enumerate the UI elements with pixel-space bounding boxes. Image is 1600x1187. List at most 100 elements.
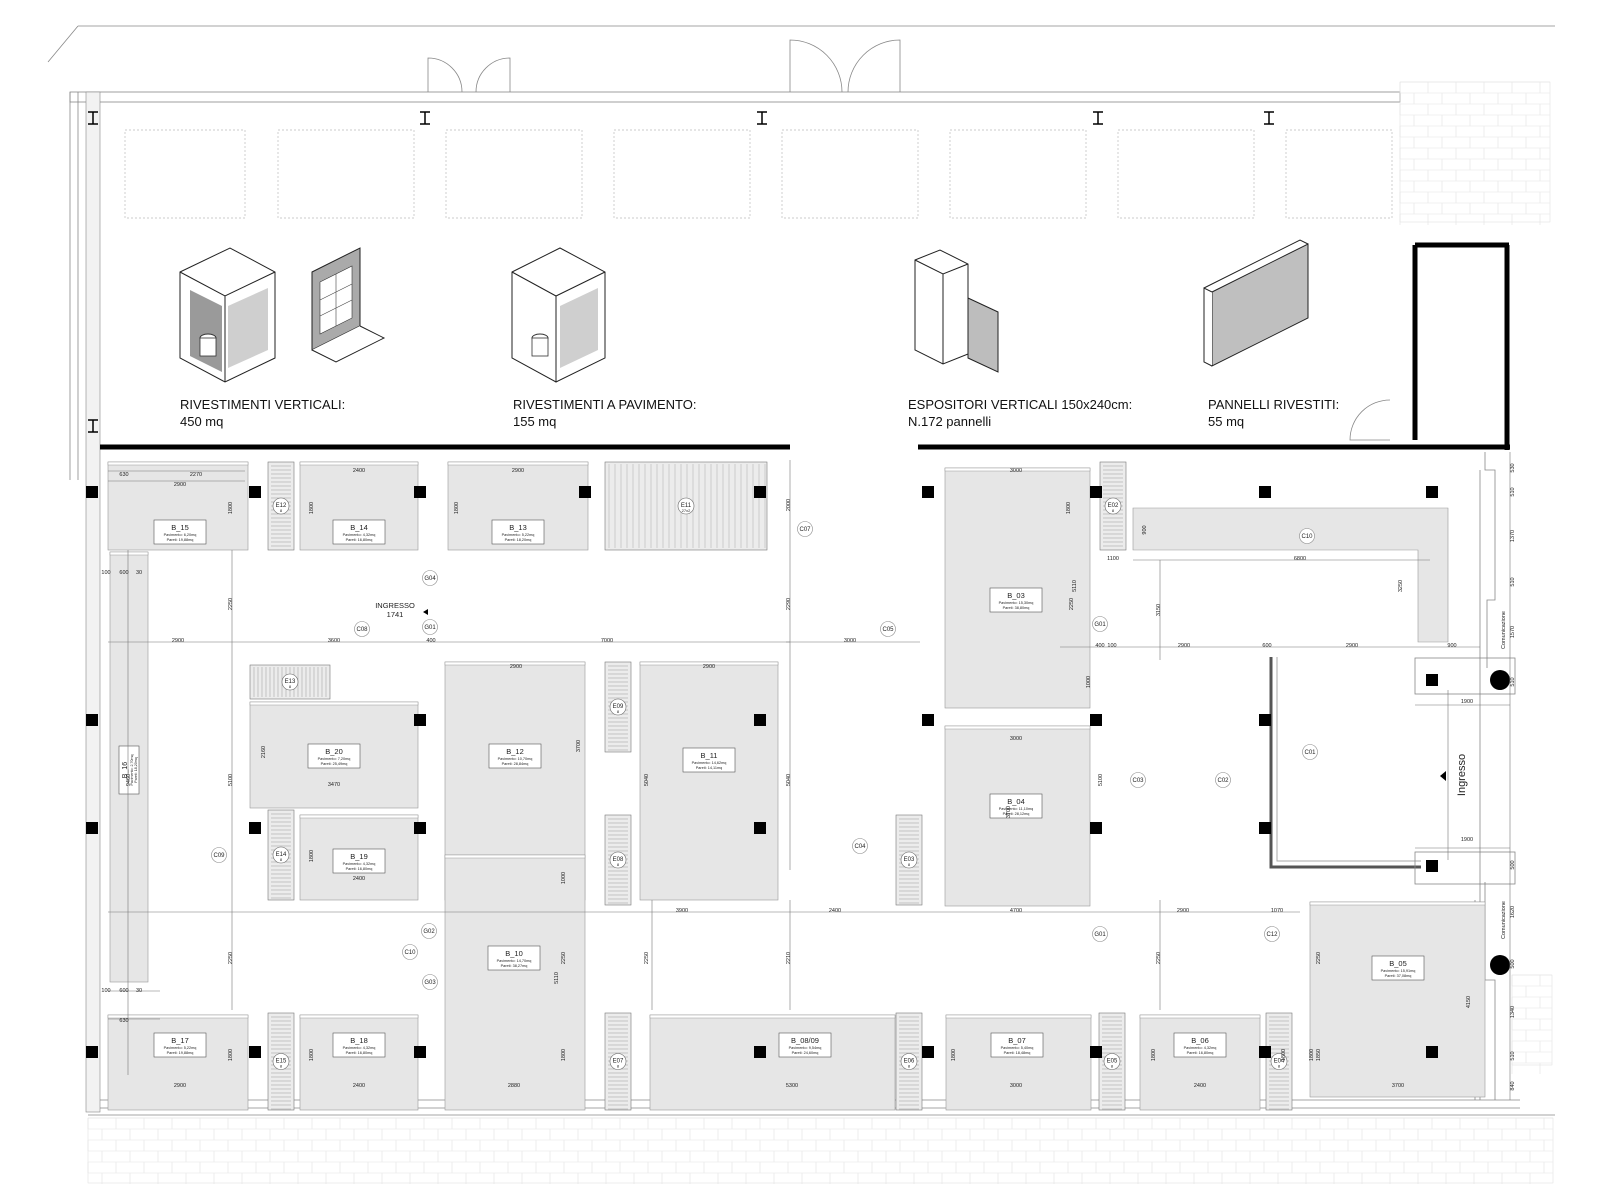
caption-floor-coverings: RIVESTIMENTI A PAVIMENTO: 155 mq <box>513 396 696 430</box>
exhibitor-badge <box>609 1053 627 1070</box>
stand-label: B_14 <box>350 523 368 532</box>
exhibitor-count: 8 <box>617 862 620 867</box>
dimension-label: 1800 <box>1281 1049 1287 1061</box>
caption-coated-panels-value: 55 mq <box>1208 414 1245 429</box>
stand-wall-area: Pareti: 18,20mq <box>505 538 532 542</box>
stand-caption-box <box>332 1032 386 1058</box>
stand-label: B_12 <box>506 747 524 756</box>
marker-circle <box>1264 926 1280 942</box>
stand-floor-area: Pavimento: 15,91mq <box>1381 969 1416 973</box>
dimension-label: 9460 <box>126 774 132 786</box>
dimension-label: 2250 <box>1156 952 1162 964</box>
dimension-label: 2900 <box>174 482 186 488</box>
pillar <box>414 486 426 498</box>
marker-label: G04 <box>424 576 436 582</box>
marker-c03: C03 <box>1130 772 1146 788</box>
caption-vertical-displays-value: N.172 pannelli <box>908 414 992 429</box>
stand-caption-box <box>989 793 1043 819</box>
pillar <box>86 714 98 726</box>
dimension-label: 5040 <box>644 774 650 786</box>
marker-circle <box>354 621 370 637</box>
entrance-left-line2: 1741 <box>387 610 404 619</box>
caption-vertical-coverings: RIVESTIMENTI VERTICALI: 450 mq <box>180 396 345 430</box>
dimension-label: 5100 <box>228 774 234 786</box>
dimension-label: 2210 <box>786 952 792 964</box>
stand-floor <box>639 661 779 901</box>
marker-label: C02 <box>1217 778 1229 784</box>
exhibitor-label: E06 <box>904 1059 915 1065</box>
stand-label: B_19 <box>350 852 368 861</box>
stand-wall <box>107 1014 249 1019</box>
dimension-label: 7000 <box>601 638 613 644</box>
dimension-label: 3000 <box>1010 1083 1022 1089</box>
stand-wall-area: Pareti: 28,84mq <box>502 762 529 766</box>
exhibitor-label: E14 <box>276 852 287 858</box>
tile-wall-illustration <box>311 247 386 363</box>
stand-floor-area: Pavimento: 9,54mq <box>789 1046 822 1050</box>
marker-label: G03 <box>424 980 436 986</box>
marker-label: C09 <box>213 853 225 859</box>
stand-wall-area: Pareti: 19,88mq <box>167 538 194 542</box>
stand-floor-area: Pavimento: 7,20mq <box>318 757 351 761</box>
marker-label: C07 <box>799 527 811 533</box>
stand-caption-box <box>153 1032 207 1058</box>
marker-label: C08 <box>356 627 368 633</box>
stand-wall <box>109 551 149 556</box>
entrance-left-arrow-icon <box>423 609 428 615</box>
marker-c04: C04 <box>852 838 868 854</box>
dimension-label: 4700 <box>1010 908 1022 914</box>
marker-c05: C05 <box>880 621 896 637</box>
stand-label: B_10 <box>505 949 523 958</box>
dimension-label: 510 <box>1510 1051 1516 1060</box>
exhibitor-label: E13 <box>285 679 296 685</box>
stand-caption-box <box>307 743 361 769</box>
stand-label: B_16 <box>122 762 129 778</box>
stand-wall-area: Pareti: 37,08mq <box>1385 974 1412 978</box>
stand-floor-area: Pavimento: 6,20mq <box>164 533 197 537</box>
dimension-label: 400 <box>426 638 435 644</box>
dimension-label: 1900 <box>1461 699 1473 705</box>
stand-floor <box>299 1014 419 1111</box>
panel-placeholders <box>124 129 1393 219</box>
dimension-label: 510 <box>1510 487 1516 496</box>
exhibitor-label: E07 <box>613 1059 624 1065</box>
exhibitor-label: E04 <box>1274 1059 1285 1065</box>
dimension-label: 510 <box>1510 677 1516 686</box>
marker-circle <box>1092 616 1108 632</box>
entrance-left-line1: INGRESSO <box>375 601 415 610</box>
dimension-label: 2270 <box>190 472 202 478</box>
stand-wall <box>107 461 249 466</box>
stand-label: B_18 <box>350 1036 368 1045</box>
side-label-top: Comunicazione <box>1501 611 1507 649</box>
stand-caption-box <box>989 587 1043 613</box>
stand-wall-area: Pareti: 19,88mq <box>167 1051 194 1055</box>
caption-coated-panels: PANNELLI RIVESTITI: 55 mq <box>1208 396 1339 430</box>
dimension-label: 1070 <box>1271 908 1283 914</box>
dimension-label: 3700 <box>1392 1083 1404 1089</box>
stand-floor <box>444 854 586 1111</box>
dimension-label: 100 <box>101 988 110 994</box>
side-labels: Comunicazione Comunicazione <box>1501 611 1507 939</box>
dimension-label: 1800 <box>1151 1049 1157 1061</box>
dimension-label: 2400 <box>353 876 365 882</box>
dimension-label: 500 <box>1510 860 1516 869</box>
exhibitor-label: E09 <box>613 704 624 710</box>
stand-floor <box>945 1014 1092 1111</box>
stand-wall <box>639 661 779 666</box>
stand-caption-box <box>118 745 140 795</box>
entrance-right: Ingresso <box>1440 754 1468 796</box>
stand-label: B_06 <box>1191 1036 1209 1045</box>
pillar <box>1090 714 1102 726</box>
stand-wall <box>249 701 419 706</box>
exhibitor-count: 8 <box>1111 1064 1114 1069</box>
